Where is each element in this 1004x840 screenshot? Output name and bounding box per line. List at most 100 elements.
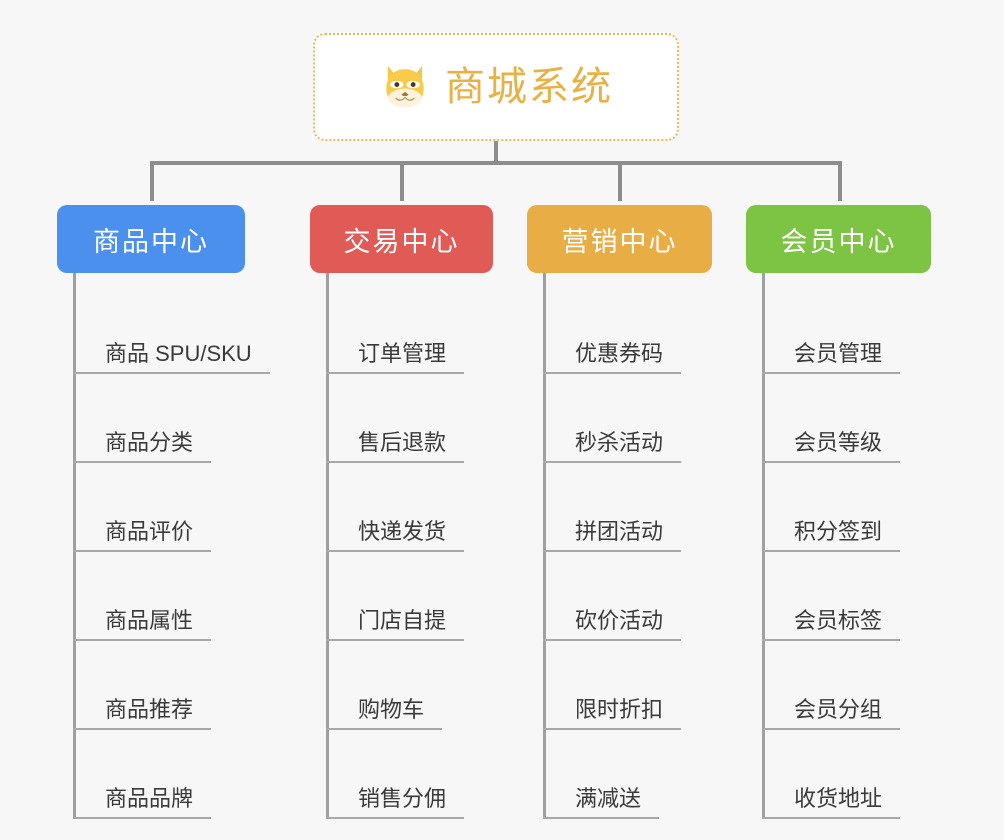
- leaf-item[interactable]: 限时折扣: [527, 641, 712, 730]
- leaf-item[interactable]: 订单管理: [310, 285, 493, 374]
- category-column-1: 商品中心商品 SPU/SKU 商品分类商品评价商品属性商品推荐商品品牌: [57, 205, 270, 819]
- leaf-item-rule: [326, 461, 464, 463]
- root-node[interactable]: 商城系统: [313, 33, 679, 141]
- leaf-item-rule: [762, 728, 900, 730]
- category-label: 交易中心: [343, 226, 460, 257]
- column-spine: [543, 273, 546, 819]
- leaf-item[interactable]: 积分签到: [746, 463, 931, 552]
- leaf-item[interactable]: 商品推荐: [57, 641, 245, 730]
- leaf-list: 优惠券码秒杀活动拼团活动砍价活动限时折扣满减送: [527, 273, 712, 819]
- leaf-item[interactable]: 秒杀活动: [527, 374, 712, 463]
- leaf-item-rule: [73, 817, 211, 819]
- leaf-item-rule: [762, 550, 900, 552]
- leaf-item[interactable]: 商品 SPU/SKU: [57, 285, 270, 374]
- leaf-item[interactable]: 快递发货: [310, 463, 493, 552]
- leaf-item-rule: [762, 461, 900, 463]
- leaf-item-rule: [543, 550, 681, 552]
- leaf-item-rule: [543, 639, 681, 641]
- column-spine: [762, 273, 765, 819]
- leaf-item-label: 销售分佣: [358, 786, 447, 811]
- leaf-item[interactable]: 门店自提: [310, 552, 493, 641]
- leaf-item-label: 会员标签: [794, 608, 883, 633]
- dog-face-icon: [386, 65, 424, 108]
- leaf-item-label: 商品分类: [105, 430, 194, 455]
- leaf-item[interactable]: 会员等级: [746, 374, 931, 463]
- category-pill[interactable]: 交易中心: [310, 205, 493, 273]
- leaf-item-rule: [543, 817, 659, 819]
- leaf-item[interactable]: 商品评价: [57, 463, 245, 552]
- leaf-item[interactable]: 收货地址: [746, 730, 931, 819]
- leaf-item-rule: [73, 728, 211, 730]
- leaf-item[interactable]: 商品分类: [57, 374, 245, 463]
- leaf-item-rule: [326, 728, 442, 730]
- leaf-item-rule: [543, 461, 681, 463]
- leaf-item[interactable]: 拼团活动: [527, 463, 712, 552]
- connector-drop-3: [618, 161, 622, 201]
- leaf-item-rule: [762, 817, 900, 819]
- leaf-item-rule: [73, 372, 270, 374]
- connector-drop-4: [838, 161, 842, 201]
- leaf-item-rule: [326, 817, 464, 819]
- leaf-item[interactable]: 商品品牌: [57, 730, 245, 819]
- leaf-item-label: 满减送: [575, 786, 642, 811]
- category-pill[interactable]: 会员中心: [746, 205, 931, 273]
- leaf-item-label: 售后退款: [358, 430, 447, 455]
- category-column-3: 营销中心优惠券码秒杀活动拼团活动砍价活动限时折扣满减送: [527, 205, 712, 819]
- leaf-item-rule: [543, 728, 681, 730]
- connector-horizontal-bus: [150, 161, 842, 165]
- leaf-item-label: 限时折扣: [575, 697, 664, 722]
- leaf-item-label: 会员分组: [794, 697, 883, 722]
- leaf-item-label: 商品评价: [105, 519, 194, 544]
- leaf-item-label: 门店自提: [358, 608, 447, 633]
- leaf-item-label: 优惠券码: [575, 341, 664, 366]
- leaf-item-rule: [73, 461, 211, 463]
- leaf-item[interactable]: 销售分佣: [310, 730, 493, 819]
- leaf-item-label: 会员管理: [794, 341, 883, 366]
- leaf-item[interactable]: 会员标签: [746, 552, 931, 641]
- leaf-list: 会员管理会员等级积分签到会员标签会员分组收货地址: [746, 273, 931, 819]
- category-pill[interactable]: 商品中心: [57, 205, 245, 273]
- leaf-item-rule: [326, 372, 464, 374]
- connector-drop-2: [400, 161, 404, 201]
- leaf-item-label: 会员等级: [794, 430, 883, 455]
- leaf-item-label: 订单管理: [358, 341, 447, 366]
- leaf-item-label: 拼团活动: [575, 519, 664, 544]
- leaf-item[interactable]: 会员分组: [746, 641, 931, 730]
- leaf-item-rule: [326, 550, 464, 552]
- leaf-item-label: 砍价活动: [575, 608, 664, 633]
- leaf-item-rule: [762, 639, 900, 641]
- leaf-item-label: 积分签到: [794, 519, 883, 544]
- leaf-item[interactable]: 售后退款: [310, 374, 493, 463]
- leaf-item-label: 商品 SPU/SKU: [105, 341, 252, 366]
- leaf-item-label: 商品推荐: [105, 697, 194, 722]
- connector-drop-1: [150, 161, 154, 201]
- leaf-item[interactable]: 优惠券码: [527, 285, 712, 374]
- leaf-item[interactable]: 购物车: [310, 641, 493, 730]
- category-column-4: 会员中心会员管理会员等级积分签到会员标签会员分组收货地址: [746, 205, 931, 819]
- leaf-item[interactable]: 商品属性: [57, 552, 245, 641]
- leaf-item-label: 收货地址: [794, 786, 883, 811]
- column-spine: [73, 273, 76, 819]
- leaf-item[interactable]: 满减送: [527, 730, 712, 819]
- column-spine: [326, 273, 329, 819]
- leaf-item-rule: [73, 639, 211, 641]
- leaf-item-rule: [762, 372, 900, 374]
- leaf-item-label: 商品品牌: [105, 786, 194, 811]
- leaf-list: 订单管理售后退款快递发货门店自提购物车销售分佣: [310, 273, 493, 819]
- category-label: 商品中心: [93, 226, 209, 257]
- leaf-item[interactable]: 砍价活动: [527, 552, 712, 641]
- category-label: 会员中心: [780, 226, 897, 257]
- connector-root-stub: [494, 141, 498, 163]
- leaf-item-rule: [326, 639, 464, 641]
- leaf-item-rule: [73, 550, 211, 552]
- category-pill[interactable]: 营销中心: [527, 205, 712, 273]
- leaf-item-label: 购物车: [358, 697, 425, 722]
- leaf-item-label: 快递发货: [358, 519, 447, 544]
- leaf-list: 商品 SPU/SKU 商品分类商品评价商品属性商品推荐商品品牌: [57, 273, 270, 819]
- root-title: 商城系统: [445, 65, 613, 109]
- leaf-item-label: 秒杀活动: [575, 430, 664, 455]
- leaf-item[interactable]: 会员管理: [746, 285, 931, 374]
- category-label: 营销中心: [561, 226, 678, 257]
- category-column-2: 交易中心订单管理售后退款快递发货门店自提购物车销售分佣: [310, 205, 493, 819]
